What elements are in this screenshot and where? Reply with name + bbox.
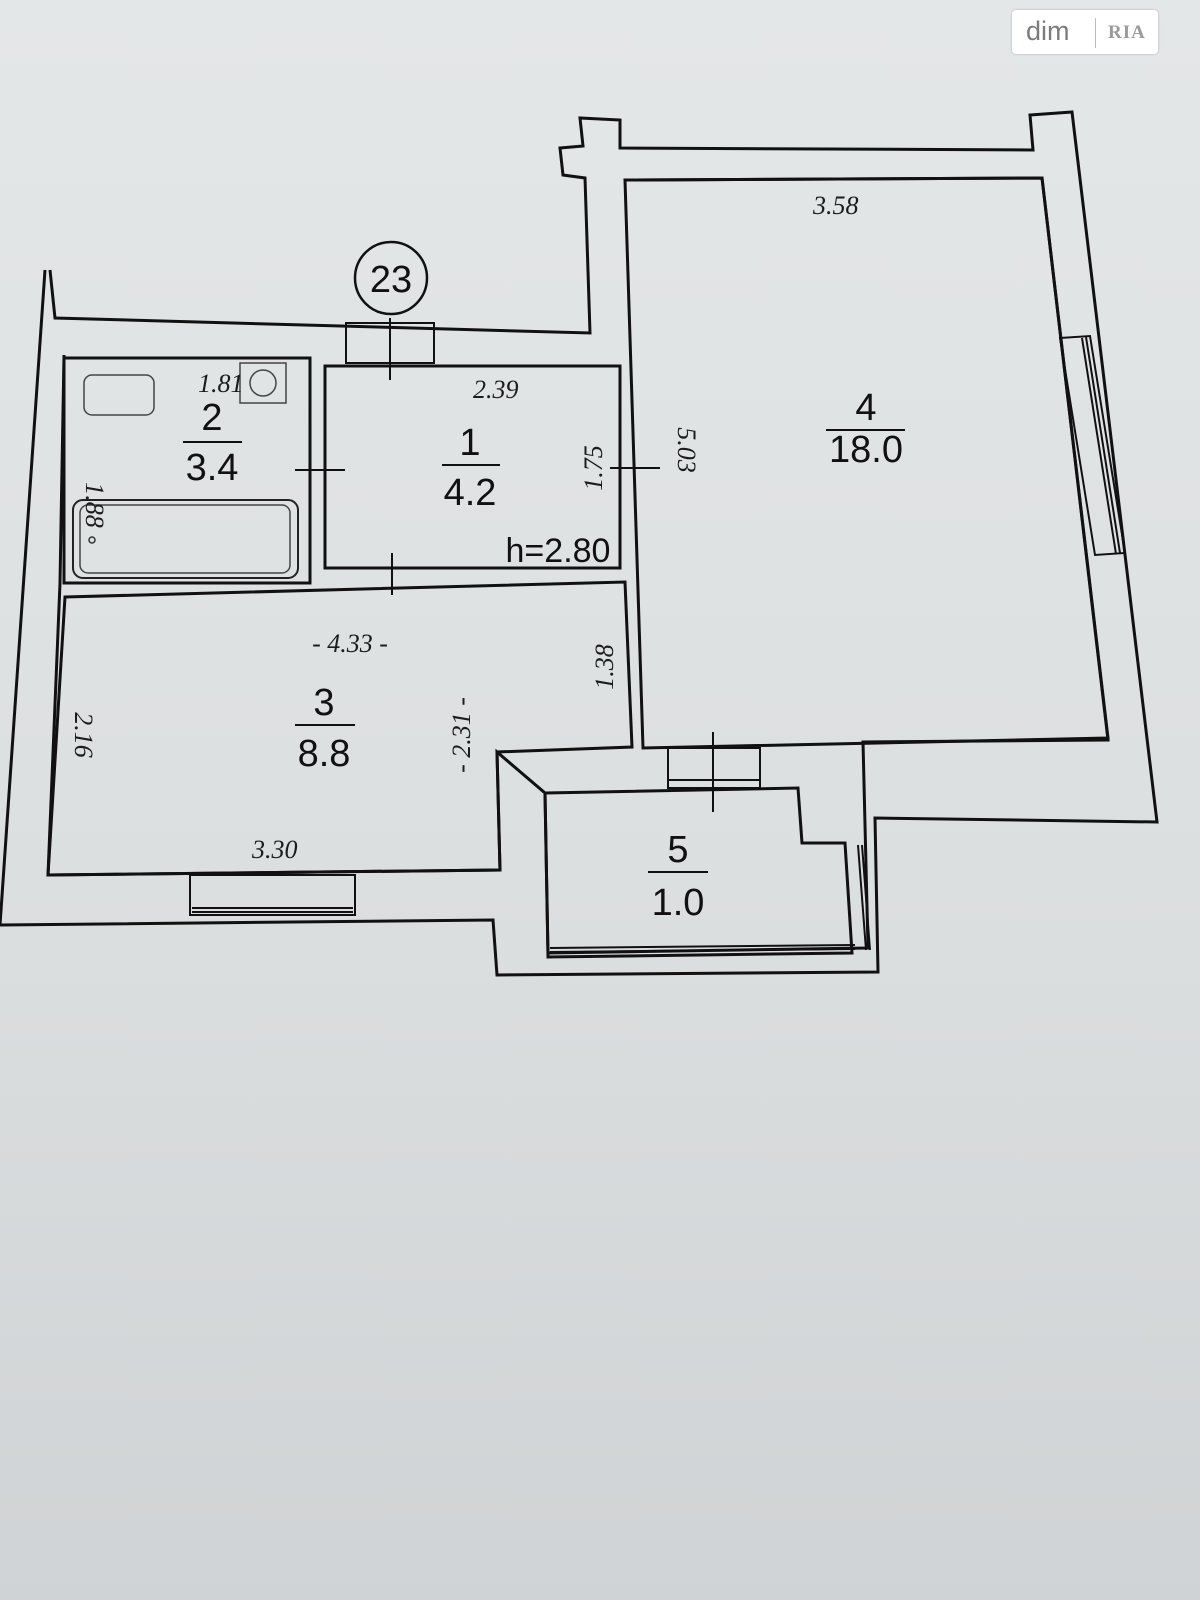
apartment-number: 23 [370,259,412,301]
dim-hall-depth: 1.75 [579,445,608,491]
room-5-id: 5 [667,829,688,871]
toilet-icon [83,374,155,416]
logo-ria-text: RIA [1108,22,1146,43]
room-4-id: 4 [855,387,876,429]
dim-room4-width: 3.58 [812,191,859,220]
sink-icon [239,362,287,404]
room-4-area: 18.0 [829,429,903,471]
outer-wall [0,110,1159,977]
dim-kitchen-bottom: 3.30 [251,835,298,864]
room-5-balcony [543,786,871,959]
dim-bath-width: 1.81 [198,369,244,398]
apartment-number-circle [353,240,429,316]
dim-bath-depth: 1.88 [80,482,109,528]
room-1-area: 4.2 [444,472,497,514]
ceiling-height: h=2.80 [506,532,611,570]
dimria-logo[interactable]: dim RIA [1012,10,1158,54]
dim-room4-depth: 5.03 [672,427,701,473]
room-3-kitchen [46,580,634,916]
room-3-area: 8.8 [298,733,351,775]
room-3-id: 3 [313,682,334,724]
dim-kitchen-left: 2.16 [69,712,98,758]
room-2-id: 2 [201,397,222,439]
kitchen-window [189,874,356,916]
room-2-area: 3.4 [186,447,239,489]
dim-kitchen-right: 1.38 [590,644,619,690]
logo-separator [1095,18,1096,48]
dim-kitchen-top: - 4.33 - [312,629,388,658]
room-5-area: 1.0 [652,882,705,924]
dim-hall-width: 2.39 [473,375,519,404]
logo-dim-text: dim [1026,16,1070,46]
living-window [1058,334,1127,557]
room-1-id: 1 [459,422,480,464]
dim-kitchen-mid: - 2.31 - [447,697,476,773]
room-4-living [623,176,1127,812]
room-2-bathroom [62,356,345,585]
